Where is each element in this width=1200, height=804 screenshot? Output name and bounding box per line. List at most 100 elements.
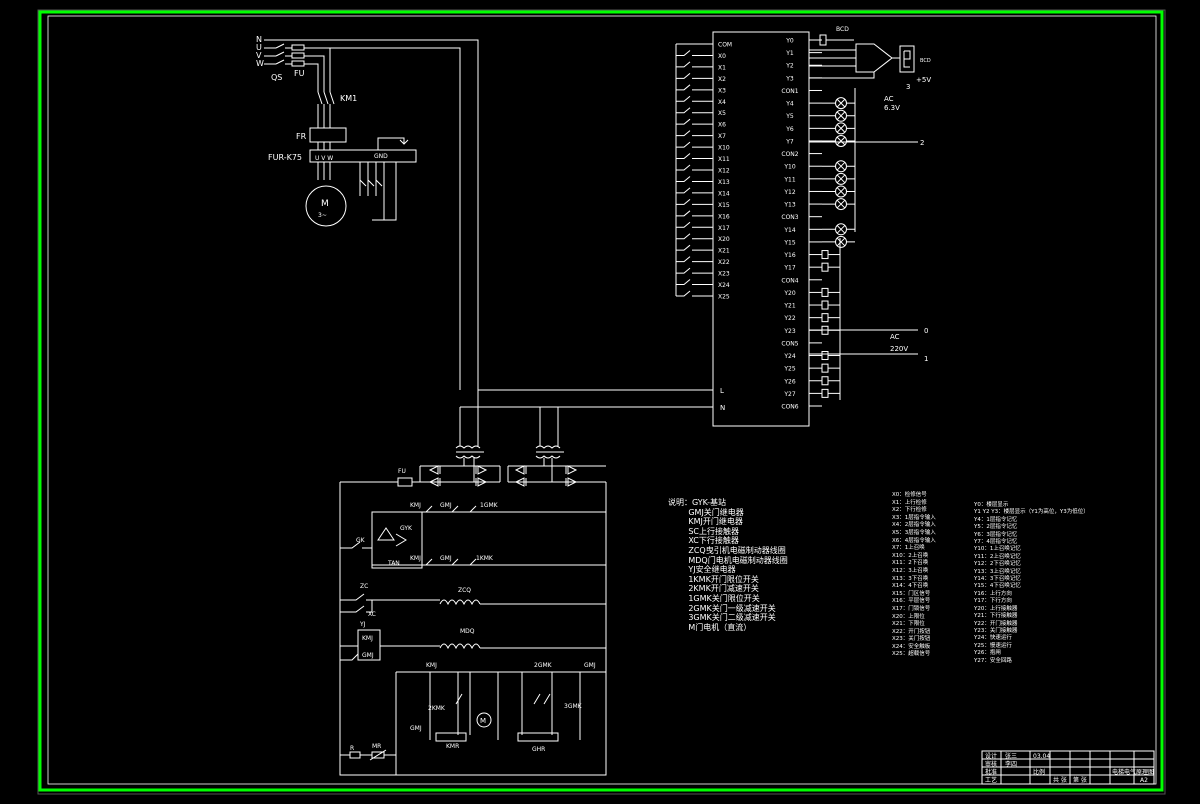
input-contact-x12 [676, 164, 713, 171]
phase-n-label: N [256, 35, 262, 44]
gmj-label-yj: GMJ [362, 652, 374, 659]
motor-phase-label: 3~ [318, 212, 327, 219]
2gmk-label: 2GMK [534, 662, 553, 669]
kmj-contact-label: KMJ [410, 502, 421, 509]
yj-box [357, 629, 381, 661]
qs-switch-symbol [275, 43, 285, 65]
qs-out-lines [285, 47, 292, 65]
zcq-coil [439, 599, 606, 606]
plc-input-x3: X3 [718, 87, 726, 94]
plc-output-con4: CON4 [781, 277, 798, 284]
plc-output-y23: Y23 [783, 328, 795, 335]
phase-u-label: U [256, 43, 262, 52]
plc-output-y13: Y13 [783, 202, 795, 209]
outer-sheet-border [37, 9, 1166, 795]
plc-input-x23: X23 [718, 271, 730, 278]
input-contact-x20 [676, 233, 713, 240]
door-motor-branches [429, 672, 581, 740]
thermal-relay [309, 127, 347, 143]
tb-process-label: 工艺 [985, 776, 997, 784]
plc-input-x17: X17 [718, 225, 730, 232]
lamp-cross-y13 [836, 199, 846, 209]
qs-label: QS [271, 73, 282, 82]
plc-input-x2: X2 [718, 76, 726, 83]
plc-input-x21: X21 [718, 248, 730, 255]
input-contact-x17 [676, 221, 713, 228]
phase-v-label: V [256, 51, 262, 60]
fuse-u [291, 44, 305, 51]
bcd-decoder [855, 43, 900, 73]
plc-input-x22: X22 [718, 259, 730, 266]
tb-scale-label: 比例 [1033, 768, 1045, 776]
xc-label: XC [368, 611, 376, 618]
ghr-label: GHR [532, 746, 545, 753]
plc-output-y22: Y22 [783, 315, 795, 322]
transformer-feeds [459, 390, 559, 446]
3gmk-label: 3GMK [564, 703, 583, 710]
plc-output-y25: Y25 [783, 366, 795, 373]
1kmk-label: 1KMK [476, 555, 494, 562]
fu-label: FU [294, 69, 305, 78]
mdq-label: MDQ [460, 628, 475, 635]
ac2-volt-label: 220V [890, 345, 908, 353]
plc-input-x6: X6 [718, 122, 726, 129]
legend-plc-inputs: X0：检修信号 X1：上行检修 X2：下行检修 X3：1层指令输入 X4：2层指… [892, 492, 936, 658]
lamp-y4 [835, 97, 847, 110]
display-note: BCD [920, 58, 931, 64]
zc-xc-contacts [340, 593, 440, 613]
ac2-label: AC [890, 333, 900, 341]
plc-output-con2: CON2 [781, 151, 798, 158]
control-fu-label: FU [398, 468, 406, 475]
diodes-1 [428, 465, 488, 487]
phase-w-label: W [256, 59, 264, 68]
mdq-coil [439, 643, 606, 650]
plc-input-com: COM [718, 42, 732, 49]
plc-output-y7: Y7 [785, 138, 794, 145]
title-block-grid [982, 751, 1154, 784]
plc-output-y3: Y3 [785, 75, 794, 82]
con1-line [809, 72, 875, 79]
lamp-y10 [835, 160, 847, 173]
2kmk-label: 2KMK [428, 705, 446, 712]
door-motor [476, 712, 492, 728]
inverter-control-inputs [359, 162, 397, 221]
lamp-cross-y4 [836, 98, 846, 108]
tan-label: TAN [387, 560, 400, 567]
plc-output-y1: Y1 [785, 50, 794, 57]
lamp-y15 [835, 235, 847, 248]
gnd-label: GND [374, 153, 388, 160]
lamp-y13 [835, 198, 847, 211]
zc-label: ZC [360, 583, 368, 590]
input-contact-x1 [676, 61, 713, 68]
legend-plc-outputs: Y0：楼层显示 Y1 Y2 Y3：楼层显示（Y1为高位，Y3为低位） Y4：1层… [974, 502, 1089, 664]
input-contact-x15 [676, 198, 713, 205]
plc-output-y17: Y17 [783, 265, 795, 272]
coil-y16 [821, 250, 829, 260]
indicator-lamps [822, 97, 855, 248]
kmr-label: KMR [446, 743, 459, 750]
input-contact-x0 [676, 50, 713, 56]
fr-out [317, 142, 331, 150]
plc-output-y4: Y4 [785, 101, 794, 108]
1gmk-label: 1GMK [480, 502, 499, 509]
plc-block: COMX0X1X2X3X4X5X6X7X10X11X12X13X14X15X16… [460, 26, 931, 427]
input-contact-x23 [676, 267, 713, 274]
plc-input-x25: X25 [718, 294, 730, 301]
coil-y17 [821, 262, 829, 272]
coil-y25 [821, 363, 829, 373]
plc-input-x24: X24 [718, 282, 730, 289]
plc-input-x4: X4 [718, 99, 726, 106]
gmj-motor-label: GMJ [584, 662, 596, 669]
inverter-terminals: U V W [315, 155, 333, 162]
gk-label: GK [356, 537, 366, 544]
input-contact-x25 [676, 290, 713, 297]
ghr-resistor [517, 732, 559, 742]
plc-output-y15: Y15 [783, 239, 795, 246]
lamp-y6 [835, 122, 847, 135]
input-contact-x5 [676, 107, 713, 114]
control-fuse [397, 477, 413, 487]
plc-input-x0: X0 [718, 53, 726, 60]
plc-output-y5: Y5 [785, 113, 794, 120]
yj-contacts [340, 645, 440, 661]
plc-output-y20: Y20 [783, 290, 795, 297]
